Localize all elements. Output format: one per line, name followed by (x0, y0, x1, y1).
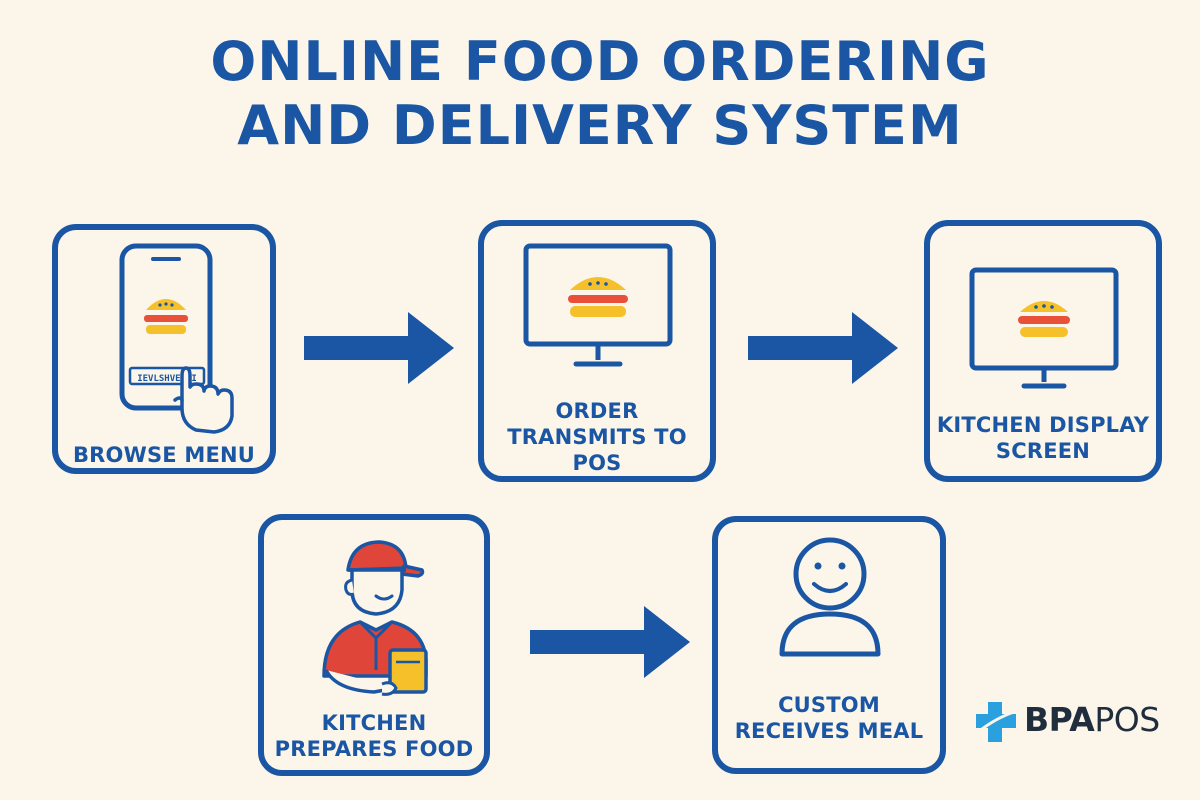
step-kitchen-prepares: KITCHEN PREPARES FOOD (258, 514, 490, 776)
step-label: ORDER TRANSMITS TO POS (507, 399, 687, 475)
title-line-2: AND DELIVERY SYSTEM (237, 94, 963, 157)
step-browse-menu: IEVLSHVEERI BROWSE MENU (52, 224, 276, 474)
step-kitchen-display: KITCHEN DISPLAY SCREEN (924, 220, 1162, 482)
title-line-1: ONLINE FOOD ORDERING (210, 30, 990, 93)
smiling-person-icon (779, 537, 881, 657)
step-label: KITCHEN DISPLAY SCREEN (936, 413, 1150, 463)
page-title: ONLINE FOOD ORDERING AND DELIVERY SYSTEM (0, 30, 1200, 158)
step-order-transmits: ORDER TRANSMITS TO POS (478, 220, 716, 482)
medical-cross-icon (976, 702, 1016, 742)
step-customer-receives: CUSTOM RECEIVES MEAL (712, 516, 946, 774)
step-label: KITCHEN PREPARES FOOD (274, 711, 474, 761)
phone-field-text: IEVLSHVEERI (137, 374, 197, 384)
delivery-person-icon (322, 540, 428, 696)
arrow-right-icon (304, 312, 454, 384)
smartphone-burger-icon: IEVLSHVEERI (119, 243, 234, 434)
logo-text: BPAPOS (1024, 700, 1160, 739)
step-label: CUSTOM RECEIVES MEAL (734, 693, 924, 743)
monitor-burger-icon (523, 243, 673, 367)
arrow-right-icon (748, 312, 898, 384)
step-label: BROWSE MENU (72, 443, 256, 467)
arrow-right-icon (530, 606, 690, 678)
bpapos-logo: BPAPOS (972, 696, 1162, 746)
monitor-burger-icon (969, 267, 1119, 389)
